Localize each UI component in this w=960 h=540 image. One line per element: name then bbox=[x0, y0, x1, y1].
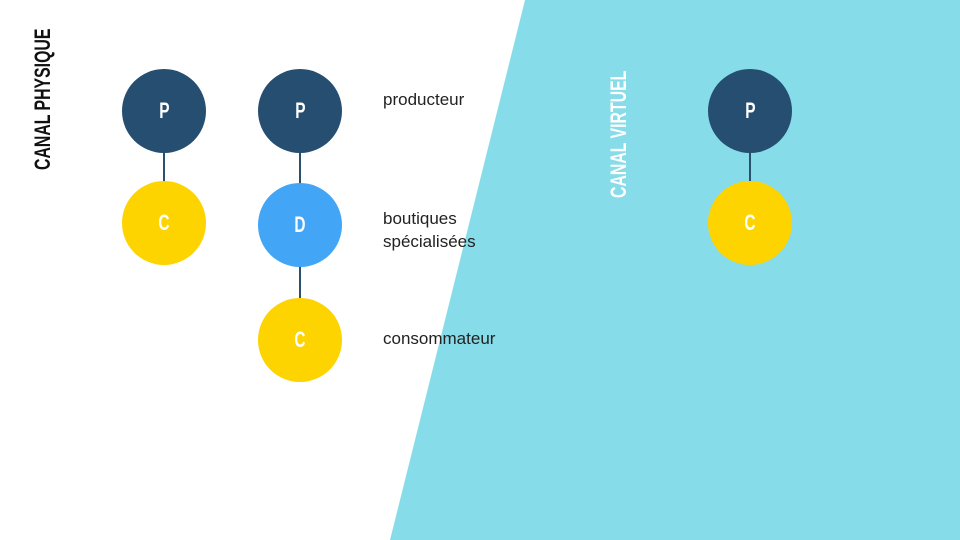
consumer-label: consommateur bbox=[383, 329, 496, 348]
consumer-node-direct: C bbox=[122, 181, 206, 265]
consumer-node-virtual: C bbox=[708, 181, 792, 265]
physical-channel-title: CANAL PHYSIQUE bbox=[30, 28, 55, 170]
producer-node-virtual: P bbox=[708, 69, 792, 153]
virtual-channel-title: CANAL VIRTUEL bbox=[606, 70, 631, 198]
producer-node-indirect: P bbox=[258, 69, 342, 153]
producer-node-direct: P bbox=[122, 69, 206, 153]
producer-label: producteur bbox=[383, 90, 465, 109]
shop-label-line1: boutiques bbox=[383, 209, 457, 228]
consumer-node-indirect: C bbox=[258, 298, 342, 382]
distributor-node: D bbox=[258, 183, 342, 267]
shop-label-line2: spécialisées bbox=[383, 232, 476, 251]
